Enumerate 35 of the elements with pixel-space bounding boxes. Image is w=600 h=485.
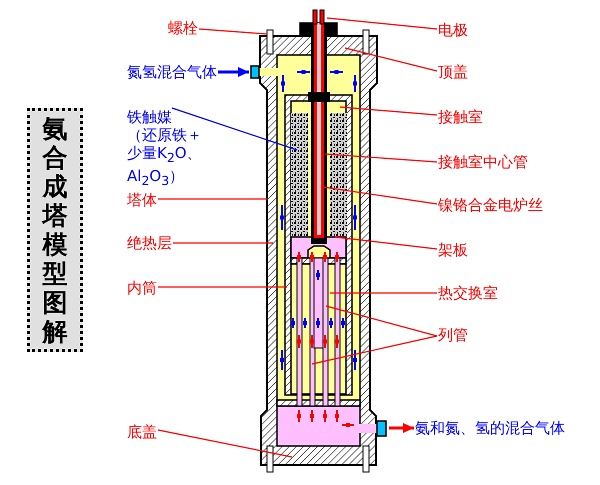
part-label: 镍铬合金电炉丝	[438, 196, 543, 214]
part-label: 氮氢混合气体	[127, 63, 217, 81]
leader-line	[322, 186, 438, 205]
leader-line	[158, 286, 287, 288]
leader-line	[158, 198, 268, 200]
part-label: 铁触媒	[127, 108, 173, 126]
part-label: 顶盖	[438, 63, 468, 81]
part-label: 架板	[438, 241, 468, 259]
leader-line	[326, 17, 438, 30]
leader-line	[324, 153, 438, 163]
title: 氨合成塔模型图解	[41, 114, 68, 346]
leader-line	[340, 106, 438, 116]
leader-line	[172, 107, 298, 151]
part-label: 氨和氮、氢的混合气体	[415, 419, 565, 437]
leader-line	[198, 28, 268, 35]
part-label: 绝热层	[127, 234, 172, 252]
leader-line	[330, 292, 437, 294]
leader-line	[173, 242, 273, 244]
leader-line	[344, 47, 438, 72]
flow-arrow	[218, 67, 249, 77]
part-label: 列管	[438, 326, 468, 344]
part-label: 接触室	[438, 108, 483, 126]
leader-line	[158, 429, 292, 458]
part-label: 底盖	[127, 423, 157, 441]
leader-line	[326, 305, 438, 337]
part-label: 电极	[438, 21, 468, 39]
composition-note: （还原铁＋少量K$_{2}$O、Al$_{2}$O$_{3}$）	[127, 126, 203, 190]
part-label: 塔体	[127, 191, 157, 209]
part-label: 热交换室	[438, 284, 498, 302]
leader-line	[334, 236, 438, 250]
part-label: 接触室中心管	[438, 153, 528, 171]
part-label: 螺栓	[168, 19, 198, 37]
leader-line	[312, 335, 438, 365]
flow-arrow	[389, 423, 414, 433]
part-label: 内筒	[127, 279, 157, 297]
